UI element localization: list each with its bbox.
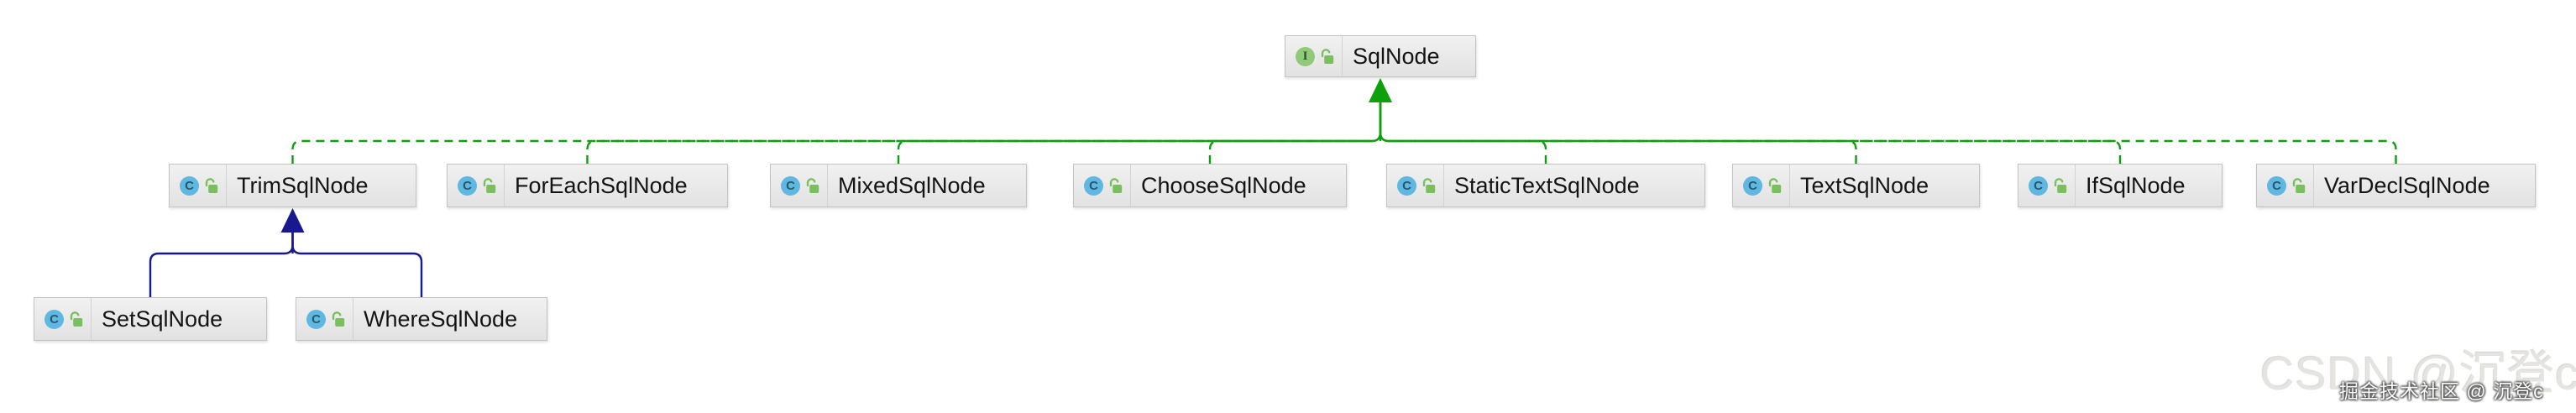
node-label: MixedSqlNode (827, 165, 1018, 206)
unlocked-lock-icon (331, 311, 345, 327)
edge-MixedSqlNode-SqlNode (897, 102, 1382, 164)
edge-SetSqlNode-TrimSqlNode (149, 232, 294, 297)
unlocked-lock-icon (69, 311, 83, 327)
node-TextSqlNode[interactable]: C TextSqlNode (1732, 164, 1980, 207)
class-icon: C (2267, 175, 2286, 196)
edge-VarDeclSqlNode-SqlNode (1379, 102, 2397, 164)
node-label: SqlNode (1342, 36, 1467, 76)
class-icon: C (1084, 175, 1103, 196)
edge-TextSqlNode-SqlNode (1379, 102, 1857, 164)
node-label: WhereSqlNode (353, 298, 538, 340)
unlocked-lock-icon (1108, 177, 1123, 194)
edge-StaticTextSqlNode-SqlNode (1379, 102, 1547, 164)
node-VarDeclSqlNode[interactable]: C VarDeclSqlNode (2256, 164, 2536, 207)
node-ForEachSqlNode[interactable]: C ForEachSqlNode (447, 164, 728, 207)
unlocked-lock-icon (805, 177, 819, 194)
watermark-juejin: 掘金技术社区 @ 沉登c (2339, 380, 2544, 402)
class-icon: C (458, 175, 477, 196)
arrowhead-extends-TrimSqlNode (280, 208, 305, 233)
unlocked-lock-icon (1767, 177, 1782, 194)
unlocked-lock-icon (1422, 177, 1436, 194)
arrowhead-implements-SqlNode (1369, 78, 1392, 102)
node-label: ForEachSqlNode (504, 165, 719, 206)
edge-ForEachSqlNode-SqlNode (586, 102, 1382, 164)
class-icon: C (306, 309, 326, 329)
class-icon: C (180, 175, 199, 196)
node-label: TrimSqlNode (226, 165, 407, 206)
node-label: TextSqlNode (1789, 165, 1971, 206)
unlocked-lock-icon (204, 177, 218, 194)
node-ChooseSqlNode[interactable]: C ChooseSqlNode (1073, 164, 1347, 207)
node-WhereSqlNode[interactable]: C WhereSqlNode (296, 297, 547, 341)
node-SqlNode[interactable]: I SqlNode (1285, 35, 1476, 77)
unlocked-lock-icon (2053, 177, 2067, 194)
class-icon: C (1397, 175, 1416, 196)
edge-TrimSqlNode-SqlNode (291, 102, 1382, 164)
node-IfSqlNode[interactable]: C IfSqlNode (2018, 164, 2223, 207)
class-icon: C (1743, 175, 1762, 196)
node-label: StaticTextSqlNode (1443, 165, 1696, 206)
node-SetSqlNode[interactable]: C SetSqlNode (34, 297, 267, 341)
node-TrimSqlNode[interactable]: C TrimSqlNode (169, 164, 416, 207)
interface-icon: I (1296, 46, 1315, 66)
class-icon: C (781, 175, 800, 196)
node-label: ChooseSqlNode (1130, 165, 1338, 206)
watermark-csdn: CSDN @沉登c (2260, 347, 2576, 400)
unlocked-lock-icon (482, 177, 496, 194)
edge-IfSqlNode-SqlNode (1379, 102, 2122, 164)
node-label: VarDeclSqlNode (2313, 165, 2526, 206)
node-label: IfSqlNode (2075, 165, 2213, 206)
node-StaticTextSqlNode[interactable]: C StaticTextSqlNode (1386, 164, 1705, 207)
node-label: SetSqlNode (91, 298, 258, 340)
class-icon: C (45, 309, 64, 329)
edge-WhereSqlNode-TrimSqlNode (291, 232, 423, 297)
unlocked-lock-icon (2291, 177, 2306, 194)
unlocked-lock-icon (1320, 48, 1334, 65)
class-icon: C (2029, 175, 2048, 196)
node-MixedSqlNode[interactable]: C MixedSqlNode (770, 164, 1027, 207)
edge-ChooseSqlNode-SqlNode (1208, 102, 1382, 164)
